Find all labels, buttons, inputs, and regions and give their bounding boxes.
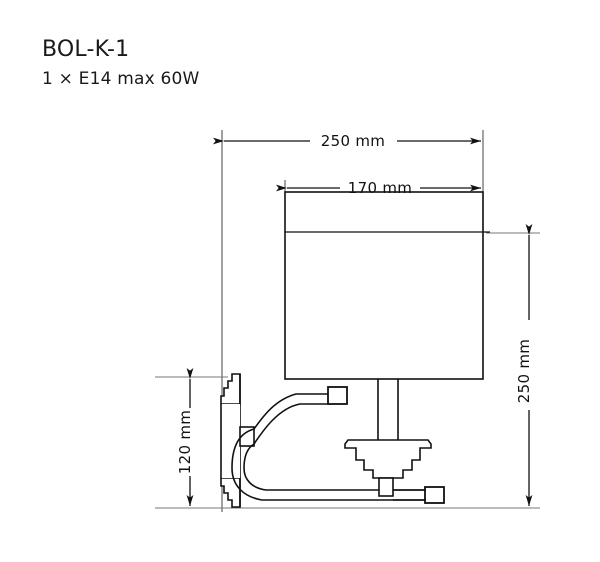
dimension-overall-height: 250 mm <box>515 224 533 506</box>
decorative-arm <box>231 393 430 501</box>
dimension-label-backplate-height: 120 mm <box>176 410 194 474</box>
lower-cable-connector <box>424 486 445 504</box>
product-specification: 1 × E14 max 60W <box>42 69 200 89</box>
dimension-label-overall-height: 250 mm <box>515 339 533 403</box>
shade-stem <box>377 379 399 440</box>
lampshade <box>284 191 490 380</box>
dimension-shade-width: 170 mm <box>276 179 481 197</box>
title-block: BOL-K-1 1 × E14 max 60W <box>42 36 462 91</box>
dimension-label-overall-width: 250 mm <box>321 132 385 150</box>
dimension-overall-width: 250 mm <box>213 132 481 150</box>
product-code: BOL-K-1 <box>42 37 130 62</box>
upper-cable-connector <box>327 386 348 405</box>
wall-backplate <box>220 373 255 508</box>
dimension-label-shade-width: 170 mm <box>348 179 412 197</box>
lower-cable-run <box>393 489 426 501</box>
dimension-backplate-height: 120 mm <box>176 368 194 506</box>
lamp-holder <box>344 439 432 497</box>
